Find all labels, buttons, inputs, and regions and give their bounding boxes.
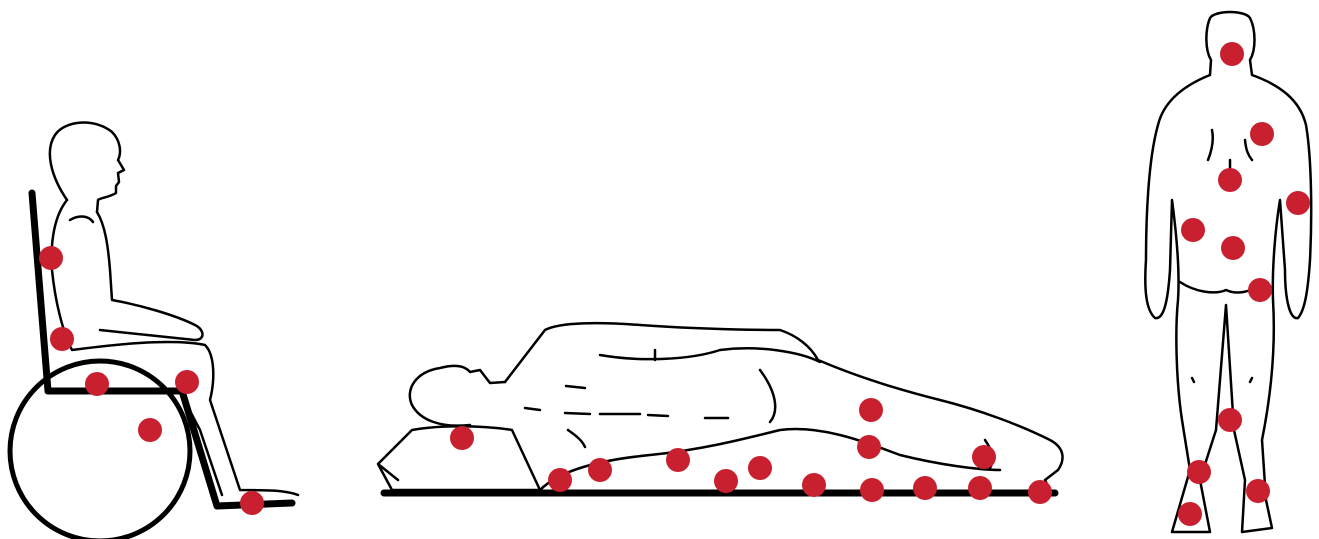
lying-head (410, 366, 505, 426)
lying-side-pressure-point (913, 476, 937, 500)
lying-side-pressure-point (748, 456, 772, 480)
standing-back-pressure-point (1218, 168, 1242, 192)
standing-back-crease (1180, 130, 1260, 382)
wheelchair-backrest (32, 193, 48, 391)
lying-side-pressure-point (859, 398, 883, 422)
seated-wheelchair-pressure-point (138, 418, 162, 442)
standing-back-pressure-point (1187, 460, 1211, 484)
standing-back-figure (1145, 12, 1311, 532)
lying-side-pressure-point (972, 445, 996, 469)
seated-body (52, 200, 298, 495)
standing-back-pressure-point (1178, 502, 1202, 526)
lying-side-pressure-point (857, 435, 881, 459)
seated-head (50, 123, 124, 212)
lying-side-pressure-point (860, 478, 884, 502)
standing-body (1145, 12, 1311, 532)
standing-back-pressure-point (1220, 42, 1244, 66)
seated-wheelchair-pressure-point (85, 372, 109, 396)
lying-side-figure (378, 323, 1063, 493)
lying-side-pressure-point (802, 473, 826, 497)
lying-side-pressure-point (1028, 480, 1052, 504)
seated-wheelchair-pressure-point (240, 491, 264, 515)
seated-wheelchair-figure (10, 123, 298, 539)
lying-side-pressure-point (666, 448, 690, 472)
pressure-points (39, 42, 1310, 526)
lying-body-upper (505, 323, 820, 422)
seated-wheelchair-pressure-point (175, 370, 199, 394)
lying-side-pressure-point (714, 469, 738, 493)
lying-side-pressure-point (450, 426, 474, 450)
standing-back-pressure-point (1286, 191, 1310, 215)
lying-body-lower (540, 360, 1063, 490)
standing-back-pressure-point (1218, 408, 1242, 432)
standing-back-pressure-point (1248, 278, 1272, 302)
lying-side-pressure-point (968, 476, 992, 500)
seated-shoulder-crease (70, 216, 93, 222)
lying-side-pressure-point (548, 468, 572, 492)
standing-back-pressure-point (1246, 479, 1270, 503)
standing-back-pressure-point (1181, 218, 1205, 242)
lying-side-pressure-point (588, 458, 612, 482)
lying-spine-strokes (525, 350, 728, 447)
seated-wheelchair-pressure-point (39, 246, 63, 270)
wheelchair-frame (182, 391, 292, 506)
standing-back-pressure-point (1221, 236, 1245, 260)
seated-wheelchair-pressure-point (50, 327, 74, 351)
standing-back-pressure-point (1250, 122, 1274, 146)
